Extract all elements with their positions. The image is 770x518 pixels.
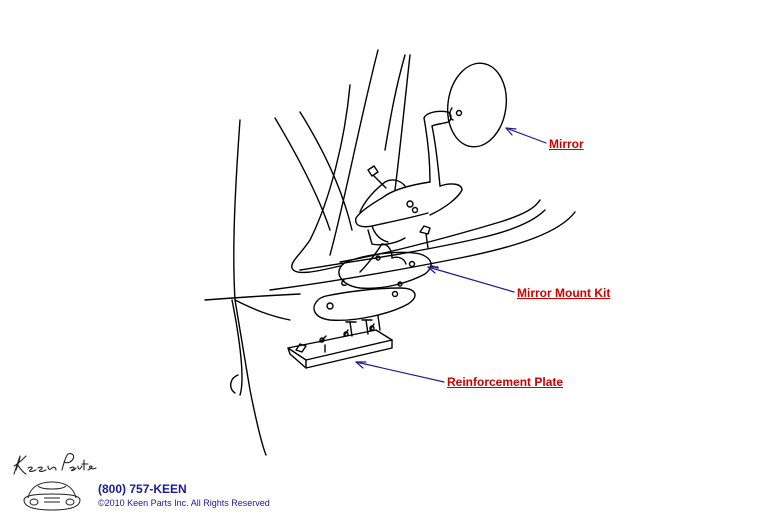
reinforcement-plate [287,323,393,369]
keen-parts-logo [13,453,97,511]
door-frame-lines [204,49,576,456]
reinforcement-plate-link[interactable]: Reinforcement Plate [447,375,564,389]
arrow-plate-head [355,361,367,369]
arrow-mount-kit-head [427,266,439,274]
arrow-mirror-head [505,127,517,136]
mirror-mount-kit-link[interactable]: Mirror Mount Kit [517,286,611,300]
callout-arrows [355,127,547,383]
arrow-plate [355,361,445,383]
mirror-mount-kit [338,225,439,290]
copyright-notice: ©2010 Keen Parts Inc. All Rights Reserve… [98,498,270,508]
mirror-head [446,62,508,148]
upper-mount-bracket [355,179,429,246]
arrow-mount-kit [427,266,515,293]
screw-top [367,165,387,189]
phone-number: (800) 757-KEEN [98,482,187,496]
arrow-mirror [505,127,547,144]
gasket [313,287,416,322]
mirror-arm [381,110,463,216]
mirror-link[interactable]: Mirror [549,137,584,151]
